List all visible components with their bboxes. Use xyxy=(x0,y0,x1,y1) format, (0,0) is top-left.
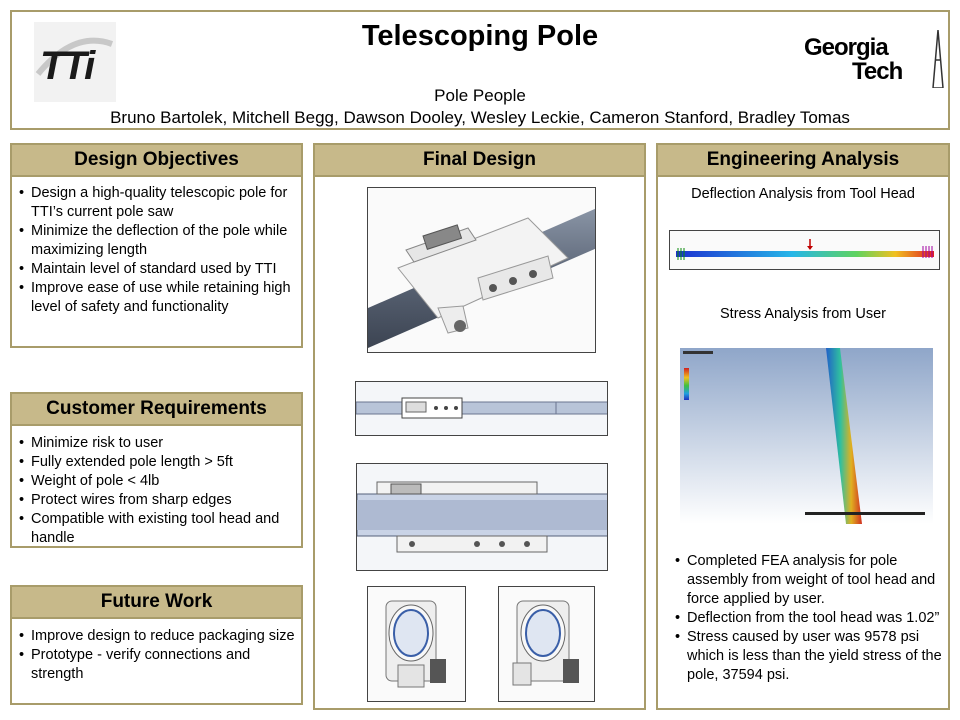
tti-logo-mark xyxy=(35,37,114,76)
team-name: Pole People xyxy=(434,86,526,105)
design-objectives-list: Design a high-quality telescopic pole fo… xyxy=(17,184,297,317)
engineering-analysis-panel: Deflection Analysis from Tool Head Stres… xyxy=(656,174,950,710)
list-item: Design a high-quality telescopic pole fo… xyxy=(17,184,297,222)
final-design-panel xyxy=(313,174,646,710)
gt-logo-line2: Tech xyxy=(852,58,903,85)
deflection-caption: Deflection Analysis from Tool Head xyxy=(691,186,915,202)
list-item: Improve design to reduce packaging size xyxy=(17,627,297,646)
list-item: Weight of pole < 4lb xyxy=(17,472,297,491)
gt-logo-line1: Georgia xyxy=(804,34,889,61)
future-work-heading: Future Work xyxy=(10,585,303,619)
list-item: Stress caused by user was 9578 psi which… xyxy=(673,628,945,685)
gt-tower-icon xyxy=(932,30,944,88)
customer-requirements-list: Minimize risk to user Fully extended pol… xyxy=(17,434,297,548)
design-objectives-panel: Design a high-quality telescopic pole fo… xyxy=(10,174,303,348)
list-item: Fully extended pole length > 5ft xyxy=(17,453,297,472)
list-item: Maintain level of standard used by TTI xyxy=(17,260,297,279)
clamp-front-view-left xyxy=(385,600,446,688)
poster-title: Telescoping Pole xyxy=(361,20,599,52)
tti-logo-text: TTi xyxy=(40,44,95,88)
final-design-render-front-right xyxy=(498,586,595,702)
customer-requirements-heading: Customer Requirements xyxy=(10,392,303,426)
list-item: Minimize risk to user xyxy=(17,434,297,453)
design-objectives-heading: Design Objectives xyxy=(10,143,303,177)
list-item: Protect wires from sharp edges xyxy=(17,491,297,510)
final-design-render-front-left xyxy=(367,586,466,702)
list-item: Minimize the deflection of the pole whil… xyxy=(17,222,297,260)
list-item: Improve ease of use while retaining high… xyxy=(17,279,297,317)
final-design-render-side xyxy=(355,381,608,436)
final-design-render-main xyxy=(367,187,596,353)
tti-logo: TTi xyxy=(34,22,116,102)
deflection-fea-plot xyxy=(676,239,934,260)
customer-requirements-panel: Minimize risk to user Fully extended pol… xyxy=(10,424,303,548)
engineering-analysis-heading: Engineering Analysis xyxy=(656,143,950,177)
georgia-tech-logo: Georgia Tech xyxy=(804,30,944,92)
list-item: Deflection from the tool head was 1.02” xyxy=(673,609,945,628)
final-design-render-section xyxy=(356,463,608,571)
deflection-fea-image xyxy=(669,230,940,270)
list-item: Completed FEA analysis for pole assembly… xyxy=(673,552,945,609)
stress-fea-plot xyxy=(680,348,933,524)
list-item: Compatible with existing tool head and h… xyxy=(17,510,297,548)
clamp-front-view-right xyxy=(512,600,579,686)
pole-section-view xyxy=(357,481,607,553)
stress-caption: Stress Analysis from User xyxy=(720,306,886,322)
header-banner: TTi Telescoping Pole Pole People Bruno B… xyxy=(10,10,950,130)
engineering-analysis-list: Completed FEA analysis for pole assembly… xyxy=(673,552,945,685)
final-design-heading: Final Design xyxy=(313,143,646,177)
team-members: Bruno Bartolek, Mitchell Begg, Dawson Do… xyxy=(110,108,850,127)
pole-side-view xyxy=(356,397,607,419)
stress-fea-image xyxy=(680,348,933,524)
future-work-list: Improve design to reduce packaging size … xyxy=(17,627,297,684)
list-item: Prototype - verify connections and stren… xyxy=(17,646,297,684)
future-work-panel: Improve design to reduce packaging size … xyxy=(10,617,303,705)
pole-clamp-render xyxy=(368,208,595,348)
